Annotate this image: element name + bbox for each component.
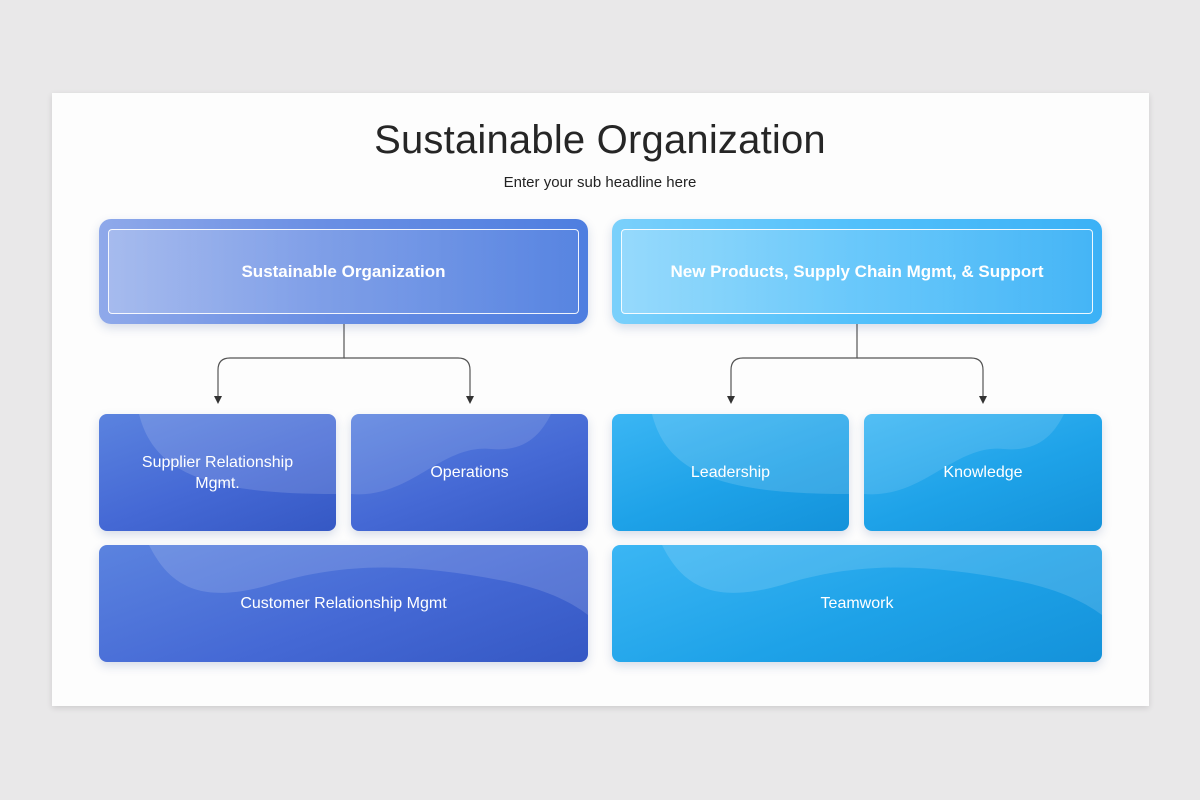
right-footer-label: Teamwork	[820, 595, 894, 612]
page-subtitle: Enter your sub headline here	[503, 174, 697, 191]
wave-decoration	[149, 545, 588, 615]
left-header-box: Sustainable Organization	[99, 219, 588, 324]
left-header-label: Sustainable Organization	[241, 261, 446, 281]
left-child-label-1: Supplier Relationship Mgmt.	[141, 453, 294, 492]
right-child-label-2: Knowledge	[943, 464, 1023, 481]
right-child-box-2: Knowledge	[864, 414, 1102, 531]
wave-decoration	[864, 414, 1064, 495]
wave-decoration	[351, 414, 551, 495]
wave-decoration	[652, 414, 849, 494]
left-header-frame	[108, 229, 579, 314]
left-child-label-2: Operations	[430, 464, 509, 481]
right-header-label: New Products, Supply Chain Mgmt, & Suppo…	[670, 261, 1044, 281]
page-title: Sustainable Organization	[374, 118, 826, 162]
left-child-box-2: Operations	[351, 414, 588, 531]
left-child-box-1: Supplier Relationship Mgmt.	[99, 414, 336, 531]
wave-decoration	[662, 545, 1102, 615]
right-child-label-1: Leadership	[690, 464, 771, 481]
right-header-frame	[621, 229, 1093, 314]
left-footer-label: Customer Relationship Mgmt	[240, 595, 447, 612]
right-child-box-1: Leadership	[612, 414, 849, 531]
wave-decoration	[139, 414, 336, 494]
right-footer-box: Teamwork	[612, 545, 1102, 662]
left-footer-box: Customer Relationship Mgmt	[99, 545, 588, 662]
right-header-box: New Products, Supply Chain Mgmt, & Suppo…	[612, 219, 1102, 324]
